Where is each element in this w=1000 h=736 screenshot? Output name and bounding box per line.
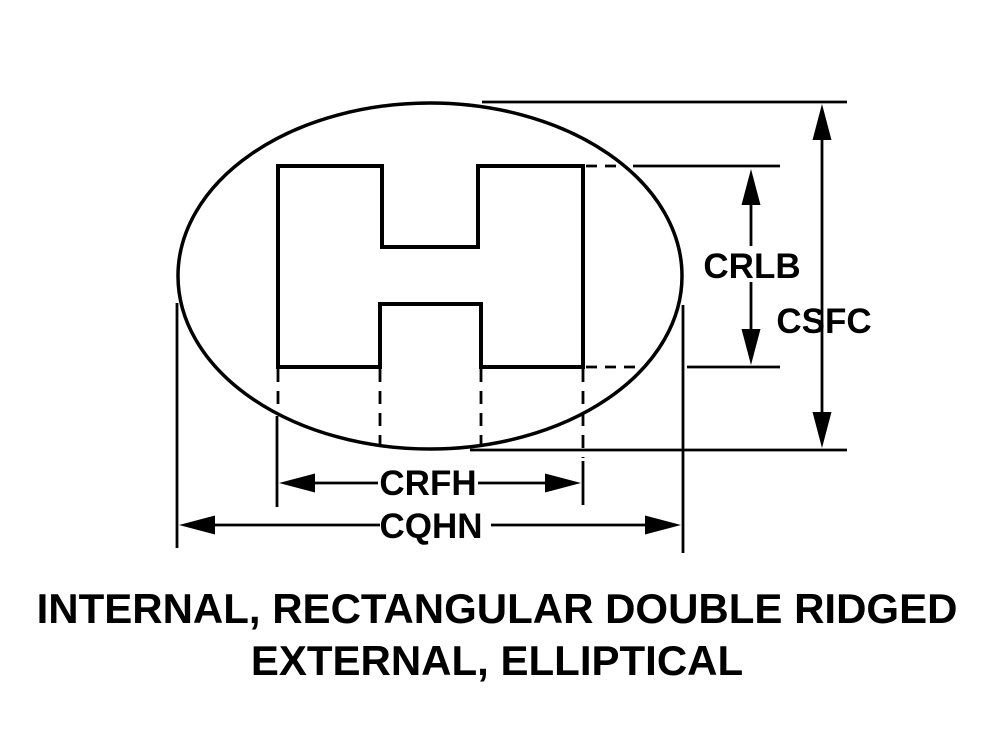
cqhn-arrow-left-icon xyxy=(179,515,215,535)
crfh-arrow-right-icon xyxy=(545,473,581,493)
cqhn-arrow-right-icon xyxy=(645,515,681,535)
caption-line-2: EXTERNAL, ELLIPTICAL xyxy=(251,637,743,684)
label-cqhn: CQHN xyxy=(379,507,482,546)
internal-double-ridged-outline xyxy=(276,164,585,369)
dimension-crlb: CRLB xyxy=(703,169,801,365)
csfc-arrow-down-icon xyxy=(812,412,832,448)
crlb-arrow-up-icon xyxy=(741,169,761,205)
label-crlb: CRLB xyxy=(703,247,800,286)
label-csfc: CSFC xyxy=(776,302,871,341)
label-crfh: CRFH xyxy=(379,464,476,503)
external-elliptical-outline xyxy=(176,101,684,451)
figure-caption: INTERNAL, RECTANGULAR DOUBLE RIDGED EXTE… xyxy=(37,585,958,684)
csfc-arrow-up-icon xyxy=(812,104,832,140)
crlb-arrow-down-icon xyxy=(741,329,761,365)
extension-lines xyxy=(175,100,847,553)
dimension-csfc: CSFC xyxy=(776,104,872,448)
dimension-cqhn: CQHN xyxy=(179,507,681,546)
hidden-line-projections xyxy=(276,164,641,458)
caption-line-1: INTERNAL, RECTANGULAR DOUBLE RIDGED xyxy=(37,585,958,632)
crfh-arrow-left-icon xyxy=(279,473,315,493)
dimension-crfh: CRFH xyxy=(279,464,581,503)
